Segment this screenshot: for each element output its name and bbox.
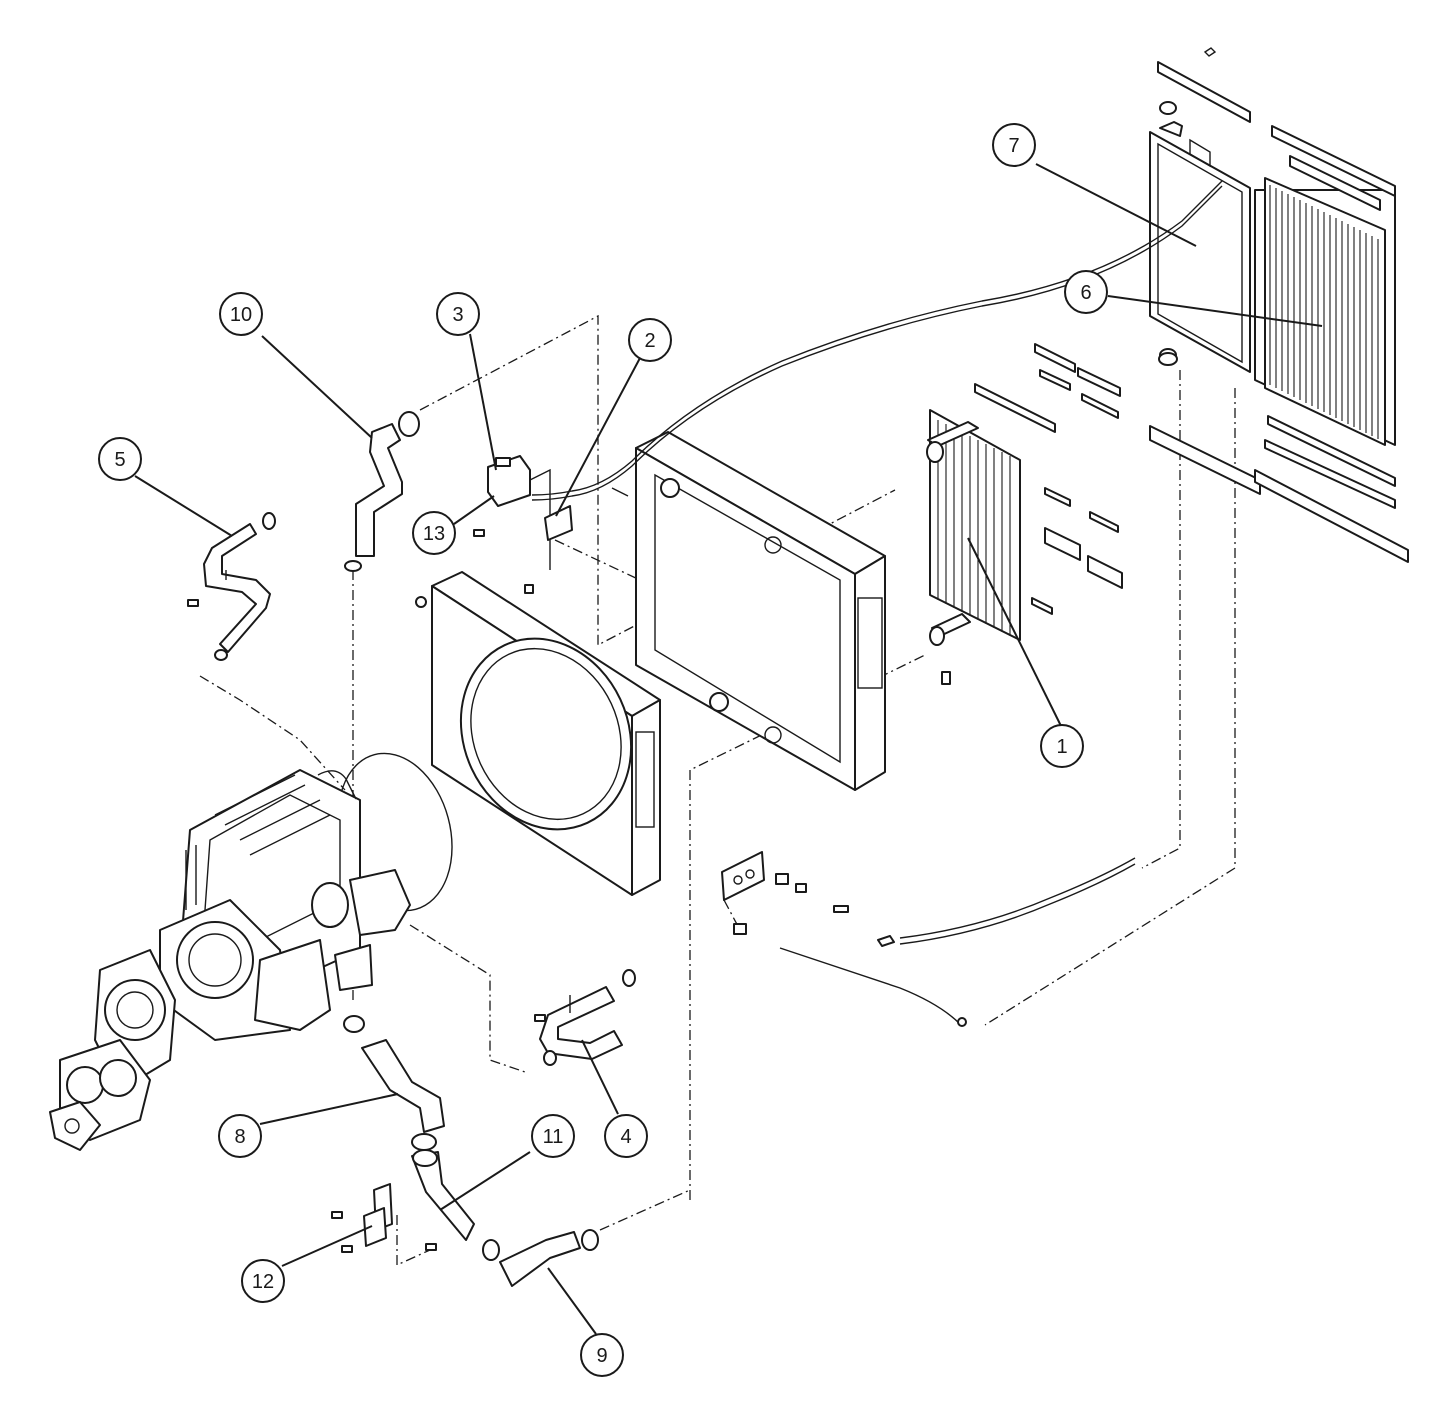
callout-number: 2 bbox=[644, 330, 655, 352]
callout-circle bbox=[218, 1114, 262, 1158]
callout-8: 8 bbox=[218, 1114, 262, 1158]
callout-circle bbox=[1040, 724, 1084, 768]
callout-9: 9 bbox=[580, 1333, 624, 1377]
leader-lines bbox=[134, 163, 1323, 1335]
mounting-strips bbox=[974, 47, 1409, 615]
callout-number: 10 bbox=[230, 304, 252, 326]
assembly-lines bbox=[199, 314, 1236, 1267]
callout-7: 7 bbox=[992, 123, 1036, 167]
callout-10: 10 bbox=[219, 292, 263, 336]
engine bbox=[49, 769, 411, 1151]
coolant-tube bbox=[411, 1149, 500, 1261]
callout-circle bbox=[531, 1114, 575, 1158]
expansion-tank bbox=[473, 455, 551, 594]
callout-circle bbox=[412, 511, 456, 555]
callout-11: 11 bbox=[531, 1114, 575, 1158]
callout-number: 5 bbox=[114, 449, 125, 471]
callout-number: 7 bbox=[1008, 135, 1019, 157]
radiator-frame bbox=[611, 431, 886, 791]
callout-circle bbox=[992, 123, 1036, 167]
core bbox=[1254, 177, 1396, 446]
callout-number: 3 bbox=[452, 304, 463, 326]
callout-5: 5 bbox=[98, 437, 142, 481]
bleed-lines bbox=[721, 851, 1136, 1027]
callout-4: 4 bbox=[604, 1114, 648, 1158]
callout-circle bbox=[436, 292, 480, 336]
callout-number: 12 bbox=[252, 1271, 274, 1293]
hose-bracket bbox=[331, 1183, 437, 1253]
callout-number: 1 bbox=[1056, 736, 1067, 758]
callout-6: 6 bbox=[1064, 270, 1108, 314]
callout-circle bbox=[628, 318, 672, 362]
callout-number: 4 bbox=[620, 1126, 631, 1148]
callout-2: 2 bbox=[628, 318, 672, 362]
callout-13: 13 bbox=[412, 511, 456, 555]
radiator-outlet-hose bbox=[343, 1015, 445, 1151]
callout-circle bbox=[98, 437, 142, 481]
radiator bbox=[1149, 101, 1251, 373]
charge-air-cooler bbox=[926, 409, 1021, 685]
callout-3: 3 bbox=[436, 292, 480, 336]
callout-number: 9 bbox=[596, 1345, 607, 1367]
lower-radiator-hose bbox=[499, 1229, 599, 1287]
callout-circle bbox=[1064, 270, 1108, 314]
upper-hose bbox=[344, 411, 420, 572]
callout-number: 6 bbox=[1080, 282, 1091, 304]
callout-circle bbox=[241, 1259, 285, 1303]
callout-circle bbox=[219, 292, 263, 336]
callout-1: 1 bbox=[1040, 724, 1084, 768]
callout-circle bbox=[580, 1333, 624, 1377]
callout-number: 13 bbox=[423, 523, 445, 545]
bypass-hose bbox=[187, 512, 276, 661]
tank-bracket bbox=[531, 180, 1223, 541]
lower-hose bbox=[534, 969, 636, 1066]
fan-shroud bbox=[415, 571, 661, 896]
callout-12: 12 bbox=[241, 1259, 285, 1303]
callout-circle bbox=[604, 1114, 648, 1158]
callout-number: 8 bbox=[234, 1126, 245, 1148]
callout-number: 11 bbox=[543, 1126, 564, 1148]
